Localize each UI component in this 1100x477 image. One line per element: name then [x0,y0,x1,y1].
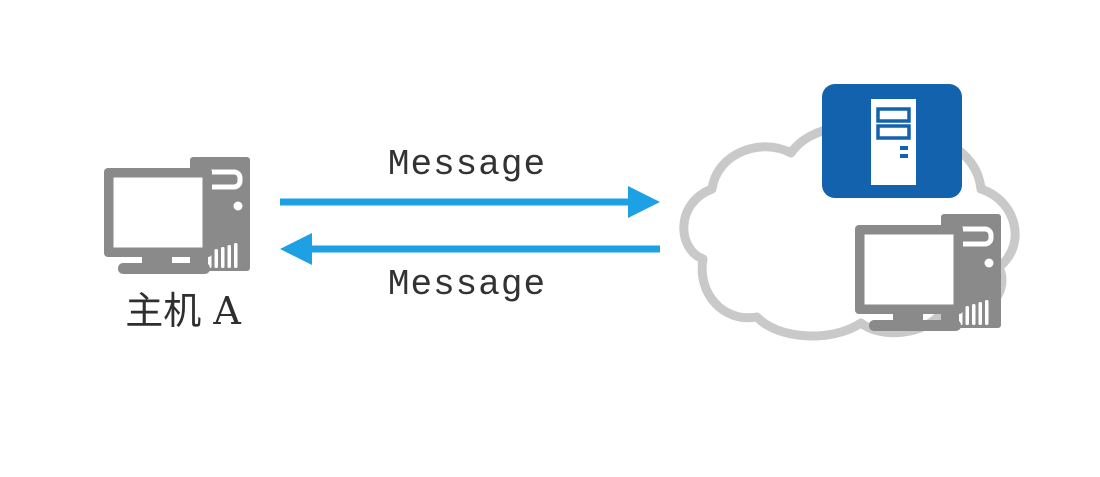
host-label: 主机 A [125,289,241,333]
server-icon [822,84,962,198]
cloud-computer-icon [851,212,1003,333]
arrow-left-icon [280,233,660,265]
arrow-right-icon [280,186,660,218]
host-computer-icon [100,155,252,276]
message-reverse-label: Message [387,264,547,305]
message-arrows [280,186,660,265]
message-forward-label: Message [387,144,547,185]
